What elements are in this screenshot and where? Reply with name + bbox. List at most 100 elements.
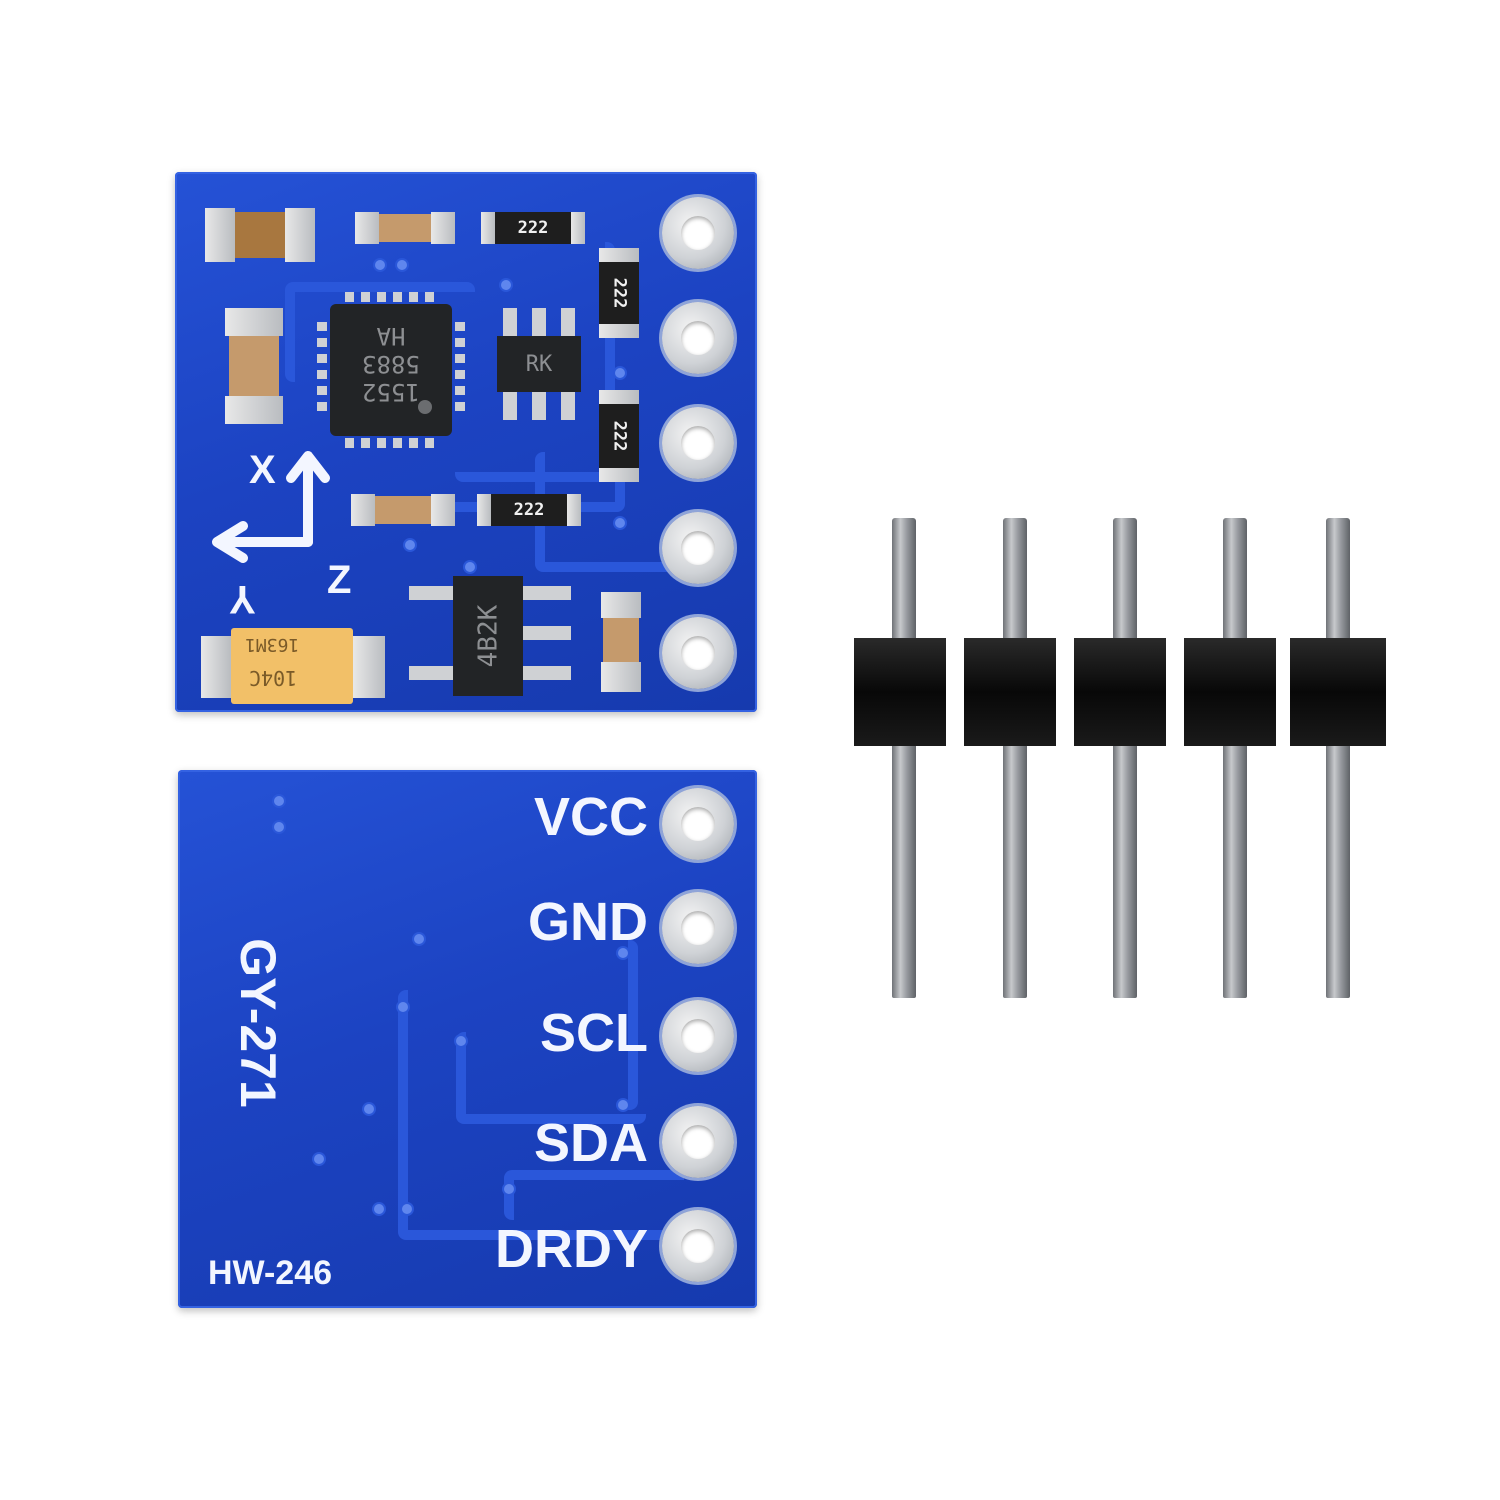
via bbox=[375, 260, 385, 270]
chip-pins bbox=[455, 322, 465, 418]
solder-pad bbox=[662, 1106, 734, 1178]
pcb-trace bbox=[285, 282, 475, 382]
resistor-end bbox=[599, 390, 639, 404]
solder-pad bbox=[662, 407, 734, 479]
capacitor bbox=[229, 336, 279, 396]
resistor: 222 bbox=[599, 262, 639, 324]
header-pin bbox=[1003, 518, 1027, 998]
chip-pins bbox=[409, 666, 453, 680]
via bbox=[456, 1036, 466, 1046]
via bbox=[274, 822, 284, 832]
solder-pad bbox=[662, 512, 734, 584]
header-pin bbox=[1113, 518, 1137, 998]
capacitor-end bbox=[285, 208, 315, 262]
chip-pins bbox=[521, 666, 571, 680]
capacitor-end bbox=[601, 662, 641, 692]
solder-pad bbox=[662, 197, 734, 269]
pcb-trace bbox=[504, 1170, 684, 1220]
capacitor-end bbox=[355, 212, 379, 244]
solder-pad bbox=[662, 892, 734, 964]
revision-label: HW-246 bbox=[208, 1254, 333, 1292]
header-pin bbox=[1223, 518, 1247, 998]
axis-x-label: X bbox=[249, 448, 276, 492]
chip-pins bbox=[345, 438, 435, 448]
axis-y-label: Y bbox=[229, 577, 256, 621]
pcb-bottom-side: GY-271 HW-246 VCC GND SCL SDA DRDY bbox=[178, 770, 757, 1308]
via bbox=[314, 1154, 324, 1164]
capacitor-end bbox=[225, 308, 283, 336]
capacitor bbox=[375, 496, 431, 524]
axis-z-label: Z bbox=[327, 558, 352, 602]
resistor-end bbox=[567, 494, 581, 526]
resistor-end bbox=[481, 212, 495, 244]
via bbox=[615, 368, 625, 378]
model-label: GY-271 bbox=[230, 938, 286, 1108]
header-pin bbox=[892, 518, 916, 998]
chip-pins bbox=[521, 626, 571, 640]
pin-label-drdy: DRDY bbox=[494, 1219, 648, 1279]
via bbox=[414, 934, 424, 944]
pcb-trace bbox=[398, 990, 668, 1240]
resistor-end bbox=[599, 324, 639, 338]
solder-pad bbox=[662, 1000, 734, 1072]
capacitor-end bbox=[225, 396, 283, 424]
capacitor bbox=[379, 214, 431, 242]
capacitor-end bbox=[205, 208, 235, 262]
chip-pins bbox=[503, 392, 575, 420]
pin-label-gnd: GND bbox=[528, 892, 648, 952]
chip-pins bbox=[521, 586, 571, 600]
via bbox=[397, 260, 407, 270]
resistor-end bbox=[599, 248, 639, 262]
via bbox=[465, 562, 475, 572]
solder-pad bbox=[662, 788, 734, 860]
resistor-end bbox=[477, 494, 491, 526]
header-plastic-block bbox=[1074, 638, 1166, 746]
tantalum-capacitor: 163M1 104C bbox=[231, 628, 353, 704]
chip-line: HA bbox=[376, 322, 406, 350]
capacitor-end bbox=[431, 494, 455, 526]
via bbox=[274, 796, 284, 806]
pcb-top-side: 222 222 1552 5883 HA RK 222 X Y Z bbox=[175, 172, 757, 712]
pcb-trace bbox=[456, 1032, 646, 1124]
capacitor-end bbox=[351, 494, 375, 526]
via bbox=[402, 1204, 412, 1214]
capacitor-end bbox=[601, 592, 641, 618]
resistor-code: 222 bbox=[609, 277, 629, 309]
header-plastic-block bbox=[1184, 638, 1276, 746]
header-plastic-block bbox=[1290, 638, 1386, 746]
chip-pins bbox=[345, 292, 435, 302]
pcb-trace bbox=[598, 940, 638, 1110]
solder-pad bbox=[662, 617, 734, 689]
axis-arrows bbox=[212, 451, 330, 563]
chip-pins bbox=[503, 308, 575, 336]
capacitor-code: 163M1 bbox=[245, 634, 300, 655]
pin-label-vcc: VCC bbox=[533, 787, 648, 847]
resistor-code: 222 bbox=[609, 420, 629, 452]
via bbox=[615, 518, 625, 528]
via bbox=[374, 1204, 384, 1214]
resistor-end bbox=[599, 468, 639, 482]
via bbox=[618, 948, 628, 958]
resistor-end bbox=[571, 212, 585, 244]
magnetometer-chip: 1552 5883 HA bbox=[330, 304, 452, 436]
resistor: 222 bbox=[599, 404, 639, 468]
pin-label-scl: SCL bbox=[540, 1003, 648, 1063]
via bbox=[398, 1002, 408, 1012]
via bbox=[364, 1104, 374, 1114]
capacitor-end bbox=[431, 212, 455, 244]
header-pin bbox=[1326, 518, 1350, 998]
capacitor-end bbox=[353, 636, 385, 698]
chip-marking: 1552 5883 HA bbox=[344, 322, 438, 406]
capacitor bbox=[603, 618, 639, 662]
via bbox=[504, 1184, 514, 1194]
via bbox=[618, 1100, 628, 1110]
capacitor-end bbox=[201, 636, 231, 698]
capacitor bbox=[235, 212, 285, 258]
resistor: 222 bbox=[495, 212, 571, 244]
via bbox=[405, 540, 415, 550]
chip-line: 5883 bbox=[362, 350, 420, 378]
capacitor-code: 104C bbox=[249, 666, 298, 690]
chip-pins bbox=[409, 586, 453, 600]
solder-pad bbox=[662, 302, 734, 374]
header-plastic-block bbox=[964, 638, 1056, 746]
